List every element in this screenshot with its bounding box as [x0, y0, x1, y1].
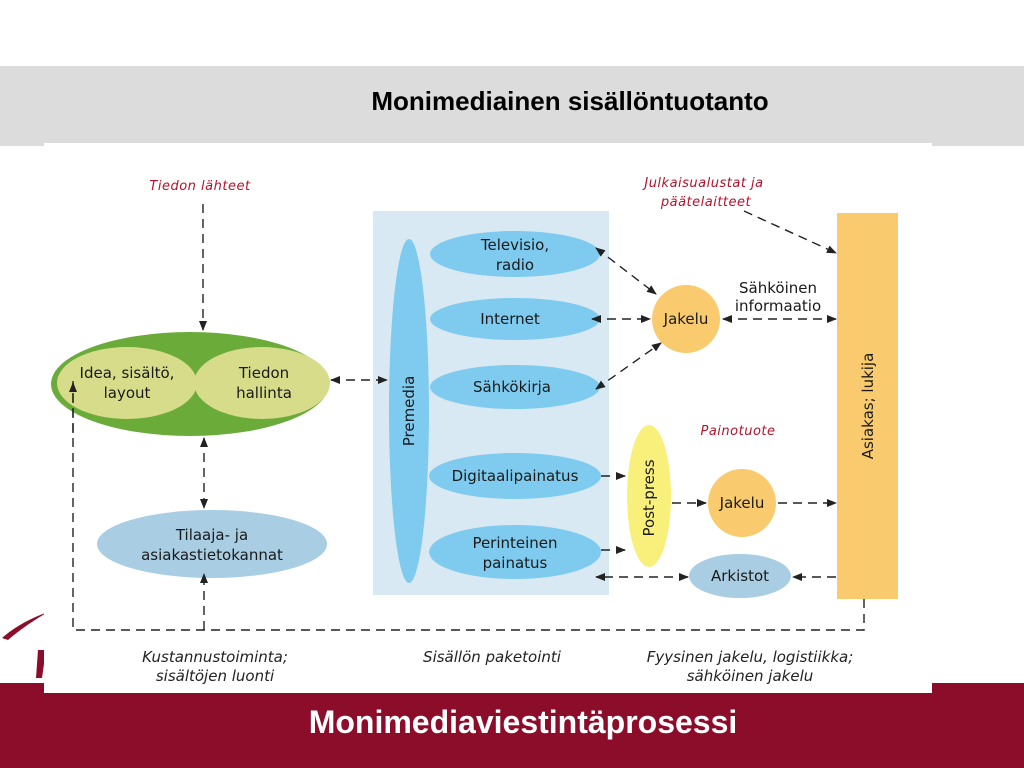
tv-radio-label-line1: Televisio, — [480, 236, 549, 254]
electronic-distribution-label: Jakelu — [663, 310, 709, 328]
internet-label: Internet — [480, 310, 540, 328]
client-database-label-line1: Tilaaja- ja — [175, 526, 248, 544]
print-product-label: Painotuote — [701, 424, 776, 439]
traditional-print-label-line2: painatus — [483, 554, 548, 572]
feedback-loop — [72, 381, 865, 631]
tv-radio-label-line2: radio — [496, 256, 534, 274]
idea-node — [57, 347, 197, 419]
ebook-node — [430, 365, 600, 409]
client-database-node — [97, 510, 327, 578]
info-management-label-line1: Tiedon — [238, 364, 289, 382]
tv-radio-node — [430, 231, 600, 277]
platforms-label-line2: päätelaitteet — [660, 195, 752, 210]
archives-label: Arkistot — [711, 567, 769, 585]
premedia-label: Premedia — [400, 376, 418, 447]
idea-label-line2: layout — [104, 384, 151, 402]
electronic-info-label-line1: Sähköinen — [739, 279, 817, 297]
idea-label-line1: Idea, sisältö, — [80, 364, 175, 382]
traditional-print-node — [429, 525, 601, 579]
traditional-print-label-line1: Perinteinen — [472, 534, 557, 552]
client-database-label-line2: asiakastietokannat — [141, 546, 283, 564]
packaging-caption: Sisällön paketointi — [423, 648, 562, 666]
digital-print-node — [429, 453, 601, 499]
customer-reader-label: Asiakas; lukija — [859, 353, 877, 460]
platforms-arrow — [743, 210, 837, 254]
digital-print-label: Digitaalipainatus — [452, 467, 579, 485]
title-bar — [0, 66, 1024, 146]
premedia-node — [389, 239, 429, 583]
sources-label: Tiedon lähteet — [149, 179, 251, 194]
internet-node — [430, 298, 600, 340]
footer-bar — [0, 683, 1024, 768]
publishing-caption-line2: sisältöjen luonti — [156, 667, 275, 685]
slide-title: Monimediainen sisällöntuotanto — [371, 86, 769, 116]
platforms-label-line1: Julkaisualustat ja — [641, 176, 763, 191]
process-diagram-svg: Asiakas; lukija Tiedon lähteet Julkaisua… — [51, 176, 898, 685]
archives-node — [689, 554, 791, 598]
electronic-info-label-line2: informaatio — [735, 297, 821, 315]
publishing-caption-line1: Kustannustoiminta; — [142, 648, 288, 666]
post-press-label: Post-press — [640, 459, 658, 536]
logistics-caption-line2: sähköinen jakelu — [687, 667, 814, 685]
electronic-distribution-node — [652, 285, 720, 353]
print-distribution-label: Jakelu — [719, 494, 765, 512]
info-management-node — [194, 347, 330, 419]
ebook-distribution-arrow — [595, 342, 662, 390]
info-management-label-line2: hallinta — [236, 384, 292, 402]
footer-title: Monimediaviestintäprosessi — [308, 704, 738, 740]
decorative-swoosh — [2, 612, 48, 678]
ebook-label: Sähkökirja — [473, 378, 551, 396]
customer-reader-bar — [837, 213, 898, 599]
tv-distribution-arrow — [595, 247, 657, 295]
post-press-node — [627, 425, 671, 567]
logistics-caption-line1: Fyysinen jakelu, logistiikka; — [647, 648, 854, 666]
print-distribution-node — [708, 469, 776, 537]
process-diagram: Asiakas; lukija Tiedon lähteet Julkaisua… — [44, 143, 932, 693]
